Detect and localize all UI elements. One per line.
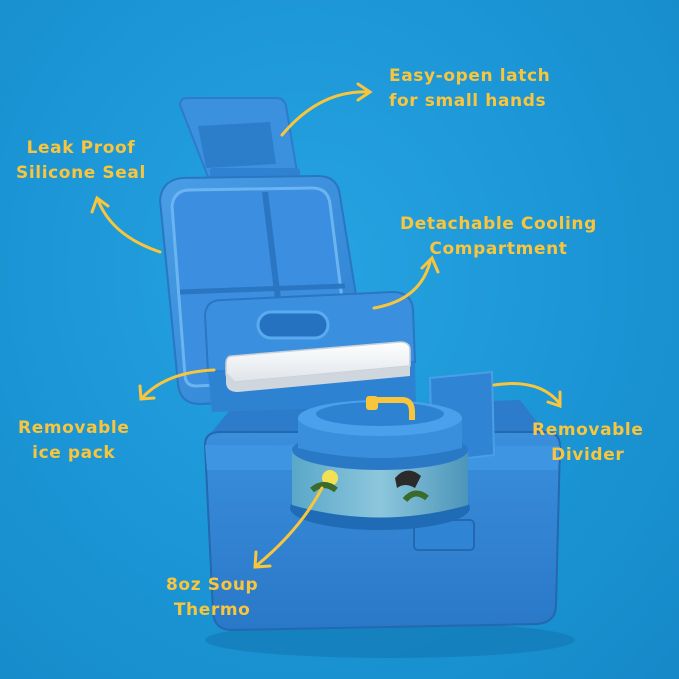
callout-seal: Leak Proof Silicone Seal xyxy=(16,136,146,186)
latch xyxy=(178,97,300,184)
thermo-shape xyxy=(290,396,470,530)
arrow-icepack xyxy=(140,368,216,400)
arrow-latch xyxy=(280,90,370,137)
callout-thermo: 8oz Soup Thermo xyxy=(166,573,258,623)
arrow-divider xyxy=(492,382,562,406)
arrow-thermo xyxy=(254,486,324,568)
callout-seal-line2: Silicone Seal xyxy=(16,163,146,183)
callout-latch: Easy-open latch for small hands xyxy=(389,64,550,114)
callout-icepack-line1: Removable xyxy=(18,418,130,438)
arrow-seal-head xyxy=(90,195,110,214)
arrow-seal xyxy=(96,198,162,254)
arrow-latch-head xyxy=(356,82,373,102)
callout-arrows xyxy=(90,82,562,569)
arrow-thermo-head xyxy=(253,550,272,569)
callout-seal-line1: Leak Proof xyxy=(26,138,136,158)
callout-cooling-line2: Compartment xyxy=(429,239,568,259)
callout-divider-line1: Removable xyxy=(532,420,644,440)
callout-latch-line2: for small hands xyxy=(389,91,547,111)
callout-cooling: Detachable Cooling Compartment xyxy=(400,212,597,262)
arrow-icepack-head xyxy=(138,384,156,401)
callout-icepack: Removable ice pack xyxy=(18,416,130,466)
callout-icepack-line2: ice pack xyxy=(32,443,116,463)
arrow-cooling-head xyxy=(420,255,440,274)
callout-thermo-line2: Thermo xyxy=(173,600,251,620)
callout-latch-line1: Easy-open latch xyxy=(389,66,551,86)
callout-divider: Removable Divider xyxy=(532,418,644,468)
arrow-cooling xyxy=(372,260,432,310)
callout-thermo-line1: 8oz Soup xyxy=(166,575,259,595)
callout-cooling-line1: Detachable Cooling xyxy=(400,214,597,234)
arrow-divider-head xyxy=(546,390,562,409)
callout-divider-line2: Divider xyxy=(551,445,625,465)
floor-shadow xyxy=(205,622,575,658)
ice-pack-shape xyxy=(225,341,411,392)
